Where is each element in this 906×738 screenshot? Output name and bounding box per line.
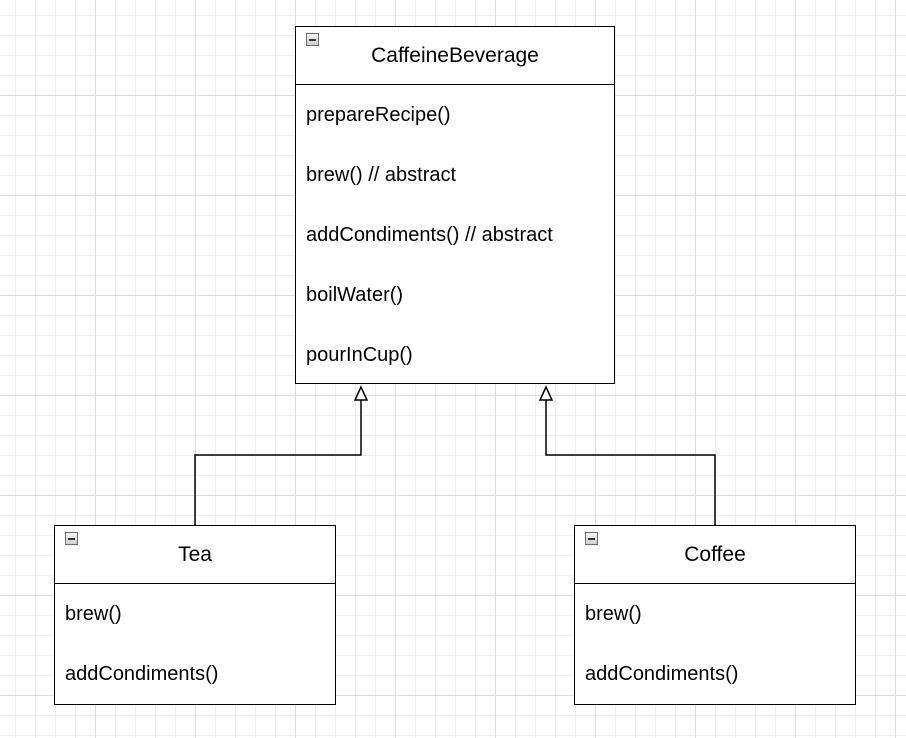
class-header: Tea: [55, 526, 335, 584]
coffee-inheritance-line[interactable]: [545, 400, 716, 525]
method-item[interactable]: addCondiments(): [65, 663, 219, 685]
method-item[interactable]: brew(): [585, 603, 642, 625]
class-caffeine-beverage[interactable]: CaffeineBeverage prepareRecipe() brew() …: [295, 26, 615, 384]
method-list: brew() addCondiments(): [575, 584, 855, 710]
class-tea[interactable]: Tea brew() addCondiments(): [54, 525, 336, 705]
class-name: CaffeineBeverage: [371, 43, 539, 67]
class-name: Tea: [178, 542, 212, 566]
method-item[interactable]: addCondiments() // abstract: [306, 224, 553, 246]
method-item[interactable]: brew() // abstract: [306, 164, 457, 186]
method-item[interactable]: pourInCup(): [306, 344, 413, 366]
minus-square-icon[interactable]: [65, 532, 78, 545]
method-list: brew() addCondiments(): [55, 584, 335, 710]
class-header: Coffee: [575, 526, 855, 584]
method-item[interactable]: boilWater(): [306, 284, 404, 306]
class-name: Coffee: [684, 542, 746, 566]
class-header: CaffeineBeverage: [296, 27, 614, 85]
method-list: prepareRecipe() brew() // abstract addCo…: [296, 85, 614, 391]
minus-square-icon[interactable]: [585, 532, 598, 545]
tea-inheritance-line[interactable]: [194, 400, 362, 525]
method-item[interactable]: prepareRecipe(): [306, 104, 451, 126]
method-item[interactable]: brew(): [65, 603, 122, 625]
minus-square-icon[interactable]: [306, 33, 319, 46]
class-coffee[interactable]: Coffee brew() addCondiments(): [574, 525, 856, 705]
method-item[interactable]: addCondiments(): [585, 663, 739, 685]
